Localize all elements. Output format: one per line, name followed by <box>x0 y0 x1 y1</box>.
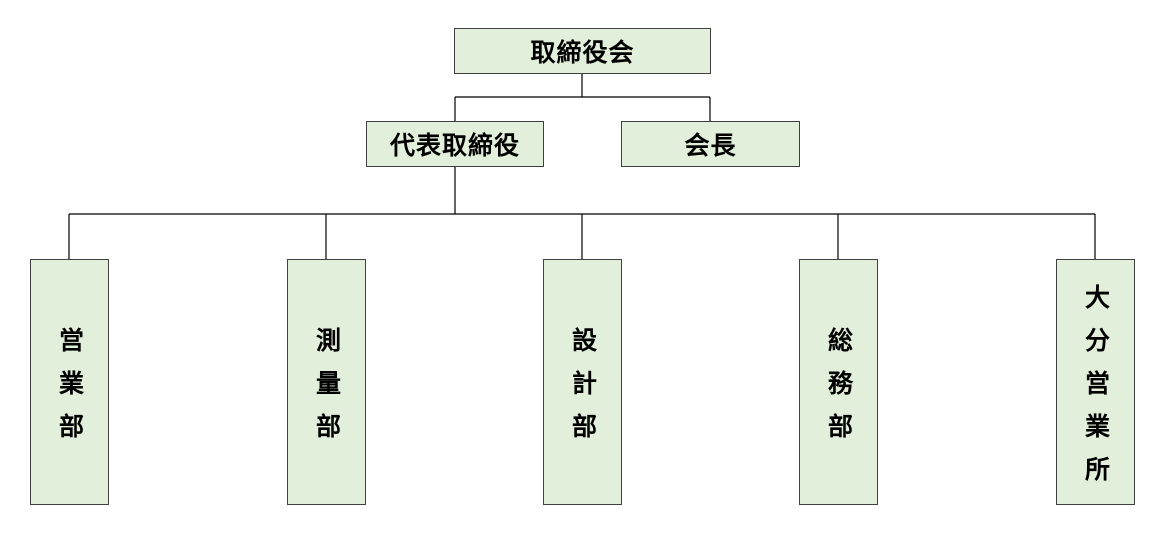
chairman-label: 会長 <box>684 131 737 160</box>
general-affairs-dept-label: 総務部 <box>824 326 854 456</box>
sales-dept-label: 営業部 <box>55 326 85 456</box>
sales-dept-box: 営業部 <box>30 259 109 505</box>
chairman-box: 会長 <box>621 121 800 167</box>
survey-dept-box: 測量部 <box>287 259 366 505</box>
board-box: 取締役会 <box>454 28 711 74</box>
ceo-label: 代表取締役 <box>389 131 520 160</box>
general-affairs-dept-box: 総務部 <box>799 259 878 505</box>
survey-dept-label: 測量部 <box>312 326 342 456</box>
oita-sales-office-box: 大分営業所 <box>1056 259 1135 505</box>
design-dept-label: 設計部 <box>568 326 598 456</box>
design-dept-box: 設計部 <box>543 259 622 505</box>
oita-sales-office-label: 大分営業所 <box>1081 283 1111 499</box>
board-label: 取締役会 <box>530 38 635 67</box>
ceo-box: 代表取締役 <box>366 121 544 167</box>
